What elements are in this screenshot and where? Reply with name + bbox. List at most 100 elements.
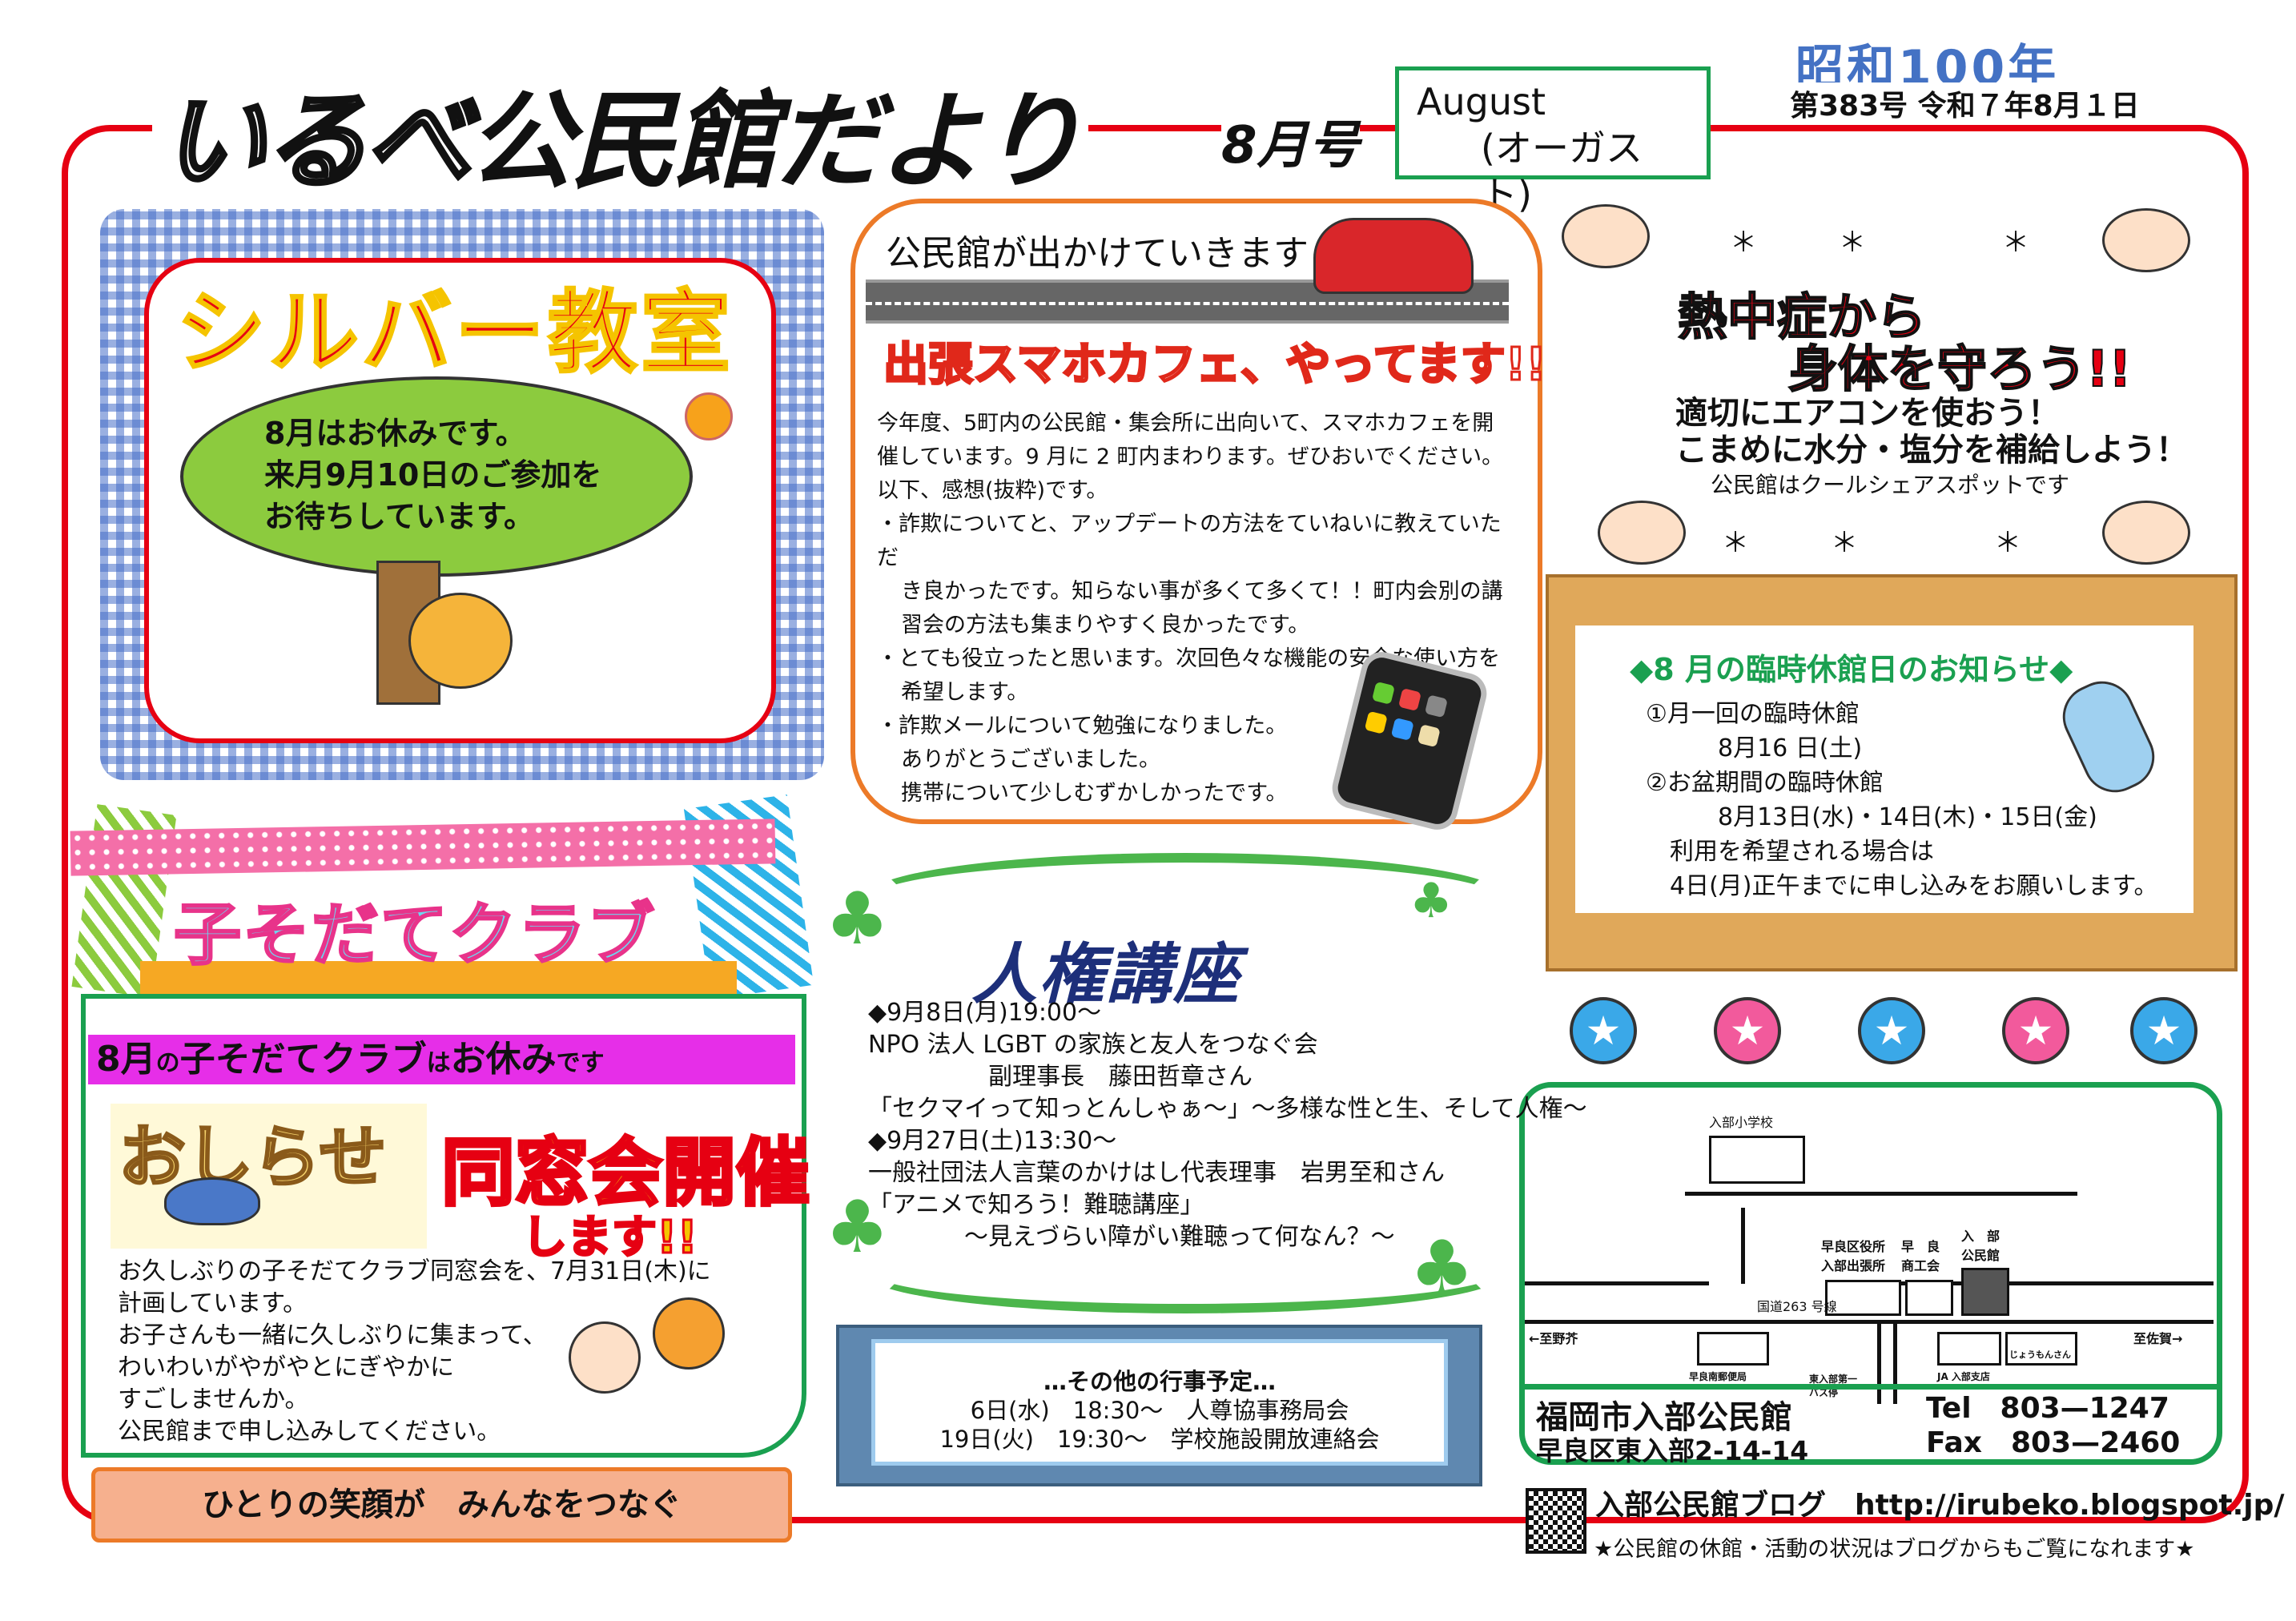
map-label-hall: 入 部 公民館	[1961, 1229, 2000, 1263]
morning-glory-icon: ★	[2002, 997, 2069, 1064]
post-office-icon	[1697, 1332, 1769, 1366]
closure-line: ①月一回の臨時休館	[1646, 700, 1860, 728]
body-line: お子さんも一緒に久しぶりに集まって、	[118, 1321, 547, 1349]
notice-part: の	[155, 1049, 180, 1077]
blog-note: ★公民館の休館・活動の状況はブログからもご覧になれます★	[1594, 1537, 2195, 1562]
bear-illustration	[408, 593, 513, 689]
silver-class-title: シルバー教室	[175, 280, 734, 387]
body-line: 副理事長 藤田哲章さん	[868, 1063, 1253, 1091]
ja-bank-icon	[1937, 1332, 2001, 1366]
vine-ornament	[865, 1233, 1506, 1313]
child-face-icon	[1598, 501, 1686, 565]
body-line: 希望します。	[901, 680, 1029, 705]
map-label-west: ←至野芥	[1529, 1331, 1578, 1346]
silver-line: 来月9月10日のご参加を	[264, 457, 602, 493]
closure-title: ◆8 月の臨時休館日のお知らせ◆	[1630, 652, 2073, 687]
closure-line: 8月16 日(土)	[1718, 734, 1863, 762]
school-building-icon	[1709, 1136, 1805, 1184]
reunion-title: 同窓会開催	[440, 1128, 811, 1217]
map-label-route: 国道263 号線	[1757, 1299, 1837, 1314]
star-icon: ＊ ＊ ＊	[1730, 227, 2029, 259]
map-label-shop: じょうもんさん	[2009, 1349, 2071, 1360]
fax-number: Fax 803—2460	[1926, 1426, 2181, 1459]
kosodate-title: 子そだてクラブ	[172, 895, 657, 975]
clover-icon: ♣	[1409, 873, 1453, 929]
event-line: 19日(火) 19:30～ 学校施設開放連絡会	[939, 1426, 1380, 1453]
kosodate-closed-notice: 8月の子そだてクラブはお休みです	[88, 1035, 795, 1084]
newsletter-title: いるべ公民館だより	[152, 56, 1089, 209]
ward-office-building-icon	[1825, 1280, 1901, 1316]
closure-line: 8月13日(水)・14日(木)・15日(金)	[1718, 803, 2097, 831]
other-events-title: …その他の行事予定…	[1043, 1368, 1276, 1395]
issue-date: 第383号 令和７年8月１日	[1790, 82, 2140, 124]
kosodate-body: お久しぶりの子そだてクラブ同窓会を、7月31日(木)に 計画しています。 お子さ…	[118, 1256, 711, 1448]
page-frame	[62, 125, 2249, 1523]
notice-part: です	[556, 1049, 605, 1077]
notice-part: は	[426, 1049, 451, 1077]
body-line: ありがとうございました。	[901, 747, 1160, 772]
heat-line-1: 適切にエアコンを使おう！	[1675, 395, 2060, 432]
blog-url-link[interactable]: http://irubeko.blogspot.jp/	[1855, 1489, 2285, 1522]
closure-line: 4日(月)正午までに申し込みをお願いします。	[1670, 872, 2158, 900]
map-label-ja: JA 入部支店	[1937, 1371, 1990, 1382]
month-en: August	[1417, 80, 1546, 123]
body-line: NPO 法人 LGBT の家族と友人をつなぐ会	[868, 1031, 1318, 1059]
star-icon: ＊ ＊ ＊	[1722, 527, 2021, 559]
community-hall-icon	[1961, 1268, 2009, 1316]
morning-glory-icon: ★	[1858, 997, 1925, 1064]
blog-label: 入部公民館ブログ	[1595, 1489, 1827, 1522]
outreach-title: 出張スマホカフェ、やってます!!	[883, 338, 1548, 392]
map-label-school: 入部小学校	[1709, 1115, 1774, 1130]
event-line: 6日(水) 18:30～ 人尊協事務局会	[970, 1397, 1349, 1424]
body-line: わいわいがやがやとにぎやかに	[118, 1354, 454, 1382]
silver-line: 8月はお休みです。	[264, 416, 526, 451]
qr-code[interactable]	[1526, 1488, 1586, 1554]
car-illustration	[1313, 218, 1474, 294]
body-line: 「セクマイって知っとんしゃぁ～」～多様な性と生、そして人権～	[868, 1095, 1587, 1123]
body-line: すごしませんか。	[118, 1386, 309, 1414]
hall-name: 福岡市入部公民館	[1536, 1399, 1792, 1436]
morning-glory-icon: ★	[1570, 997, 1637, 1064]
map-label-east: 至佐賀→	[2133, 1331, 2183, 1346]
morning-glory-icon: ★	[2130, 997, 2197, 1064]
outreach-header: 公民館が出かけていきます	[886, 233, 1309, 274]
silver-class-message: 8月はお休みです。 来月9月10日のご参加を お待ちしています。	[264, 412, 601, 537]
closure-body: ①月一回の臨時休館 8月16 日(土) ②お盆期間の臨時休館 8月13日(水)・…	[1646, 697, 2158, 903]
notice-part: 子そだてクラブ	[179, 1039, 427, 1080]
closure-line: ②お盆期間の臨時休館	[1646, 769, 1884, 797]
sun-icon	[685, 392, 733, 440]
morning-glory-icon: ★	[1714, 997, 1781, 1064]
clover-icon: ♣	[825, 1185, 890, 1269]
road-illustration	[866, 280, 1509, 324]
body-line: ・詐欺についてと、アップデートの方法をていねいに教えていただ	[877, 512, 1502, 570]
oshirase-illustration: おしらせ	[111, 1104, 427, 1249]
map-label-post: 早良南郵便局	[1689, 1371, 1747, 1382]
body-line: ◆9月27日(土)13:30～	[868, 1127, 1117, 1155]
other-events-panel: …その他の行事予定… 6日(水) 18:30～ 人尊協事務局会 19日(火) 1…	[871, 1339, 1448, 1466]
body-line: 公民館まで申し込みしてください。	[118, 1418, 501, 1446]
human-rights-title: 人権講座	[971, 937, 1240, 1013]
heat-line-2: こまめに水分・塩分を補給しよう！	[1675, 432, 2188, 469]
human-rights-body: ◆9月8日(月)19:00～ NPO 法人 LGBT の家族と友人をつなぐ会 副…	[868, 997, 1587, 1253]
hall-address: 早良区東入部2-14-14	[1536, 1435, 1809, 1466]
girl-illustration	[569, 1321, 641, 1394]
map-label-bus-stop: 東入部第一 バス停	[1809, 1374, 1858, 1398]
body-line: お久しぶりの子そだてクラブ同窓会を、7月31日(木)に	[118, 1257, 711, 1285]
heat-title-1: 熱中症から	[1677, 287, 1927, 347]
title-kana: いるべ	[159, 78, 473, 206]
map-label-commerce: 早 良 商工会	[1901, 1239, 1940, 1273]
body-line: 以下、感想(抜粋)です。	[877, 478, 1108, 503]
clover-icon: ♣	[825, 877, 890, 961]
child-face-icon	[2102, 208, 2190, 272]
closure-line: 利用を希望される場合は	[1670, 838, 1934, 866]
body-line: 催しています。9 月に 2 町内まわります。ぜひおいでください。	[877, 444, 1504, 469]
cool-share-note: 公民館はクールシェアスポットです	[1711, 472, 2070, 498]
access-map: 入部小学校 早良区役所 入部出張所 早 良 商工会 入 部 公民館 国道263 …	[1519, 1082, 2222, 1465]
body-line: 一般社団法人言葉のかけはし代表理事 岩男至和さん	[868, 1159, 1445, 1187]
body-line: 計画しています。	[118, 1289, 308, 1317]
body-line: 習会の方法も集まりやすく良かったです。	[901, 613, 1310, 638]
title-kanji: 公民館だより	[468, 80, 1084, 203]
body-line: 携帯について少しむずかしかったです。	[901, 781, 1288, 806]
child-face-icon	[2102, 501, 2190, 565]
